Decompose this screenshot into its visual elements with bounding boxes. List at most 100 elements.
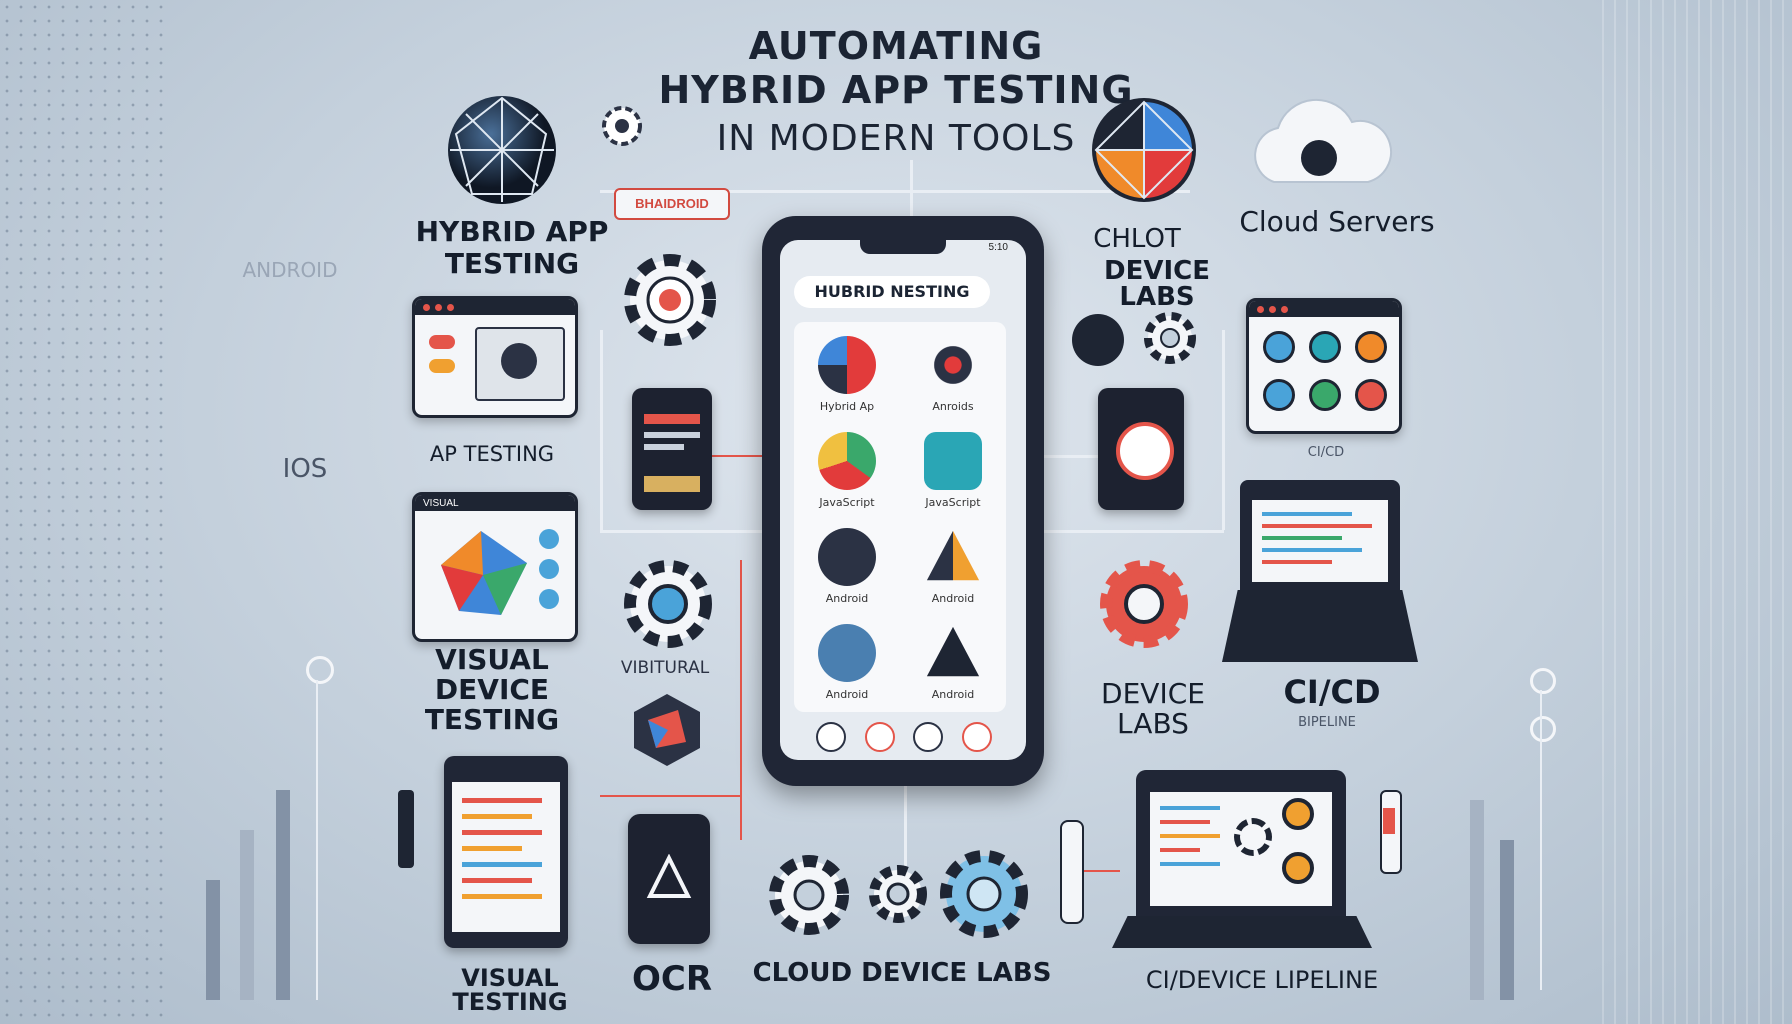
title-line-1: AUTOMATING (748, 24, 1044, 68)
app-label: Android (931, 688, 975, 701)
connector-title (910, 160, 913, 220)
title-line-2: HYBRID APP TESTING (658, 68, 1134, 112)
polygon-logo-icon (441, 531, 527, 615)
phone-ocr (628, 814, 710, 944)
label-chlot-1: CHLOT (1093, 224, 1181, 254)
app-label: Android (931, 592, 975, 605)
connector-top (600, 190, 1190, 193)
globe-color-icon (1092, 98, 1196, 202)
dot-pattern-left (0, 0, 170, 1024)
label-cicd: CI/CD (1283, 673, 1381, 711)
app-label: Android (825, 592, 869, 605)
slider-mid-right (1060, 820, 1084, 924)
gear-red-right-icon (1100, 560, 1188, 648)
label-ap-testing: AP TESTING (429, 442, 555, 466)
connector-left-v (600, 330, 603, 530)
red-connector-3 (600, 795, 740, 797)
connector-right-mid (1044, 455, 1104, 458)
bar-deco (276, 790, 290, 1000)
hexagon-icon (634, 694, 700, 766)
node-line (1540, 690, 1542, 990)
main-phone: 5:10 HUBRID NESTING Hybrid Ap Anroids Ja… (762, 216, 1044, 786)
app-label: Hybrid Ap (819, 400, 875, 413)
bar-deco (206, 880, 220, 1000)
tablet-left (444, 756, 568, 948)
gear-bottom-1-icon (769, 855, 849, 935)
slider-left (398, 790, 414, 868)
app-tile[interactable]: JavaScript (794, 418, 900, 514)
window-card-3 (1246, 298, 1402, 434)
gear-blue-icon (624, 560, 712, 648)
label-ci-device-pipeline: CI/DEVICE LIPELINE (1145, 966, 1379, 994)
app-icon (818, 528, 876, 586)
phone-screen: 5:10 HUBRID NESTING Hybrid Ap Anroids Ja… (780, 240, 1026, 760)
app-tile[interactable]: Hybrid Ap (794, 322, 900, 418)
red-connector-2 (740, 560, 742, 840)
nav-button[interactable] (864, 722, 895, 752)
label-device-labs-1: DEVICE (1101, 677, 1205, 710)
red-connector-4 (1080, 870, 1120, 872)
app-tile[interactable]: Android (900, 514, 1006, 610)
phone-small-left (632, 388, 712, 510)
app-icon (818, 336, 876, 394)
label-chlot-2: DEVICE LABS (1104, 256, 1210, 312)
bar-deco (1470, 800, 1484, 1000)
bar-deco (240, 830, 254, 1000)
node-dot (306, 656, 334, 684)
gear-bottom-2-icon (869, 865, 927, 923)
laptop-bottom-right (1136, 770, 1346, 916)
laptop-right (1240, 480, 1400, 590)
app-label: JavaScript (819, 496, 875, 509)
nav-button[interactable] (816, 722, 846, 752)
card-visual-label: VISUAL (423, 497, 459, 509)
title-line-3: IN MODERN TOOLS (716, 118, 1076, 159)
app-icon (924, 336, 982, 394)
app-label: Anroids (932, 400, 974, 413)
globe-icon (448, 96, 556, 204)
connector-right (1044, 530, 1224, 533)
label-pipeline-small: BIPELINE (1298, 715, 1356, 730)
phone-header: HUBRID NESTING (794, 276, 990, 308)
connector-bottom (904, 786, 907, 866)
label-hybrid-app-2: TESTING (444, 247, 580, 280)
x-circle-icon (1072, 314, 1124, 366)
app-tile[interactable]: JavaScript (900, 418, 1006, 514)
window-card-2: VISUAL (412, 492, 578, 642)
label-hybrid-app-1: HYBRID APP (415, 215, 609, 248)
app-label: Android (825, 688, 869, 701)
label-vibitural: VIBITURAL (620, 658, 710, 678)
label-visual-device-2: DEVICE (434, 673, 550, 706)
node-dot (1530, 668, 1556, 694)
laptop-keyboard (1222, 590, 1418, 662)
app-icon (926, 530, 980, 581)
label-ios: IOS (282, 454, 328, 484)
phone-notch (860, 240, 946, 254)
app-label: JavaScript (925, 496, 981, 509)
connector-left (600, 530, 765, 533)
label-ocr: OCR (631, 959, 713, 999)
window-card-1 (412, 296, 578, 418)
node-line (316, 680, 318, 1000)
red-connector-1 (712, 455, 762, 457)
cloud-icon (1254, 98, 1393, 183)
gear-bottom-3-icon (940, 850, 1028, 938)
node-dot (1530, 716, 1556, 742)
app-tile[interactable]: Anroids (900, 322, 1006, 418)
gear-right-icon (1144, 312, 1196, 364)
nav-button[interactable] (961, 722, 992, 752)
label-device-labs-2: LABS (1117, 707, 1189, 740)
label-cloud-servers: Cloud Servers (1239, 205, 1435, 238)
nav-button[interactable] (913, 722, 944, 752)
app-tile[interactable]: Android (794, 514, 900, 610)
connector-right-v (1222, 330, 1225, 530)
app-icon (818, 624, 876, 682)
slider-right-fill (1383, 808, 1395, 834)
label-cloud-device-labs: CLOUD DEVICE LABS (752, 958, 1052, 988)
app-tile[interactable]: Android (794, 610, 900, 706)
gear-icon (602, 106, 642, 146)
status-time: 5:10 (988, 242, 1008, 253)
app-icon (818, 432, 876, 490)
app-icon (926, 626, 980, 677)
app-tile[interactable]: Android (900, 610, 1006, 706)
stripe-pattern-right (1602, 0, 1792, 1024)
